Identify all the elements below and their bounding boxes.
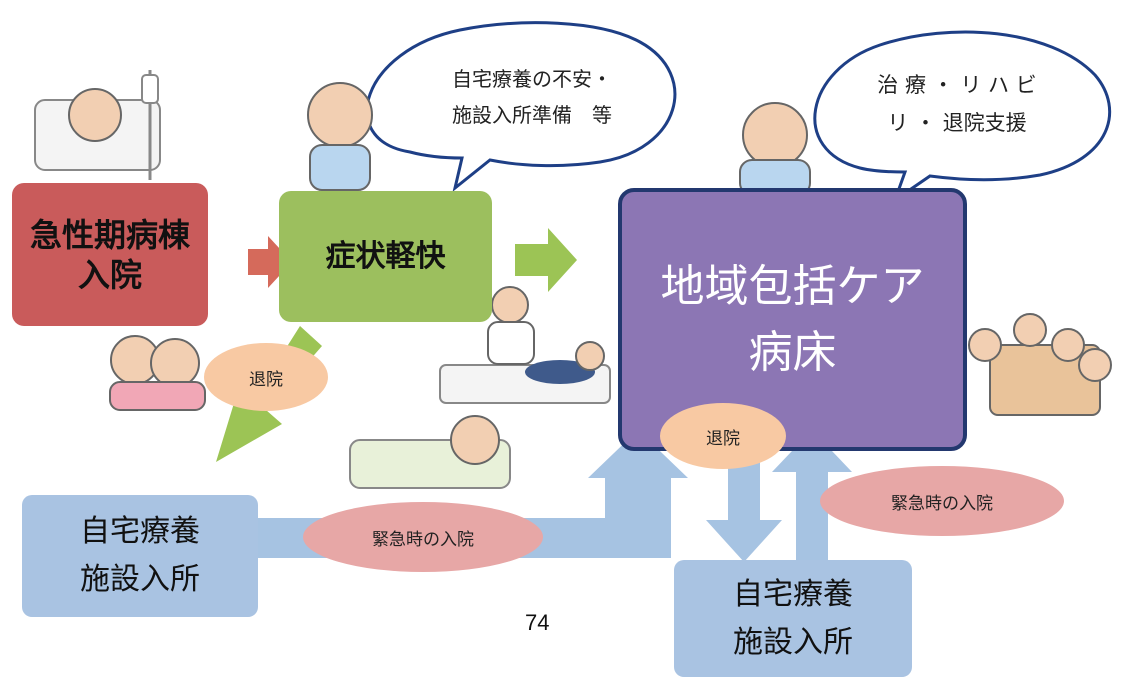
patient-resting-illustration bbox=[349, 415, 511, 489]
emergency-admission-oval-left: 緊急時の入院 bbox=[303, 502, 543, 572]
elderly-man-illustration bbox=[307, 82, 373, 191]
arrow-acute-to-recovery bbox=[248, 236, 292, 288]
patient-in-bed-illustration bbox=[34, 70, 161, 180]
rehabilitation-illustration bbox=[439, 286, 611, 404]
speech-bubble-right-text: 治 療 ・ リ ハ ビ リ ・ 退院支援 bbox=[877, 73, 1037, 135]
home-care-box-left: 自宅療養 施設入所 bbox=[22, 495, 258, 617]
speech-bubble-left-text: 自宅療養の不安・ 施設入所準備 等 bbox=[452, 67, 612, 127]
symptom-improvement-label: 症状軽快 bbox=[325, 238, 446, 274]
arrow-community-to-home bbox=[706, 460, 782, 562]
home-care-label-left: 自宅療養 施設入所 bbox=[80, 514, 200, 597]
arrow-recovery-to-community bbox=[515, 228, 577, 292]
home-care-label-right: 自宅療養 施設入所 bbox=[733, 576, 853, 660]
speech-bubble-right bbox=[813, 30, 1111, 204]
community-care-ward-box: 地域包括ケア 病床 bbox=[618, 188, 967, 451]
acute-care-ward-box: 急性期病棟 入院 bbox=[12, 183, 208, 326]
community-care-ward-label: 地域包括ケア 病床 bbox=[660, 260, 925, 378]
arrow-home-to-community bbox=[772, 430, 852, 560]
acute-care-ward-label: 急性期病棟 入院 bbox=[29, 215, 190, 294]
speech-bubble-left bbox=[365, 21, 677, 192]
stretching-man-illustration bbox=[739, 102, 811, 196]
discharge-oval-right: 退院 bbox=[660, 403, 786, 469]
emergency-admission-oval-right: 緊急時の入院 bbox=[820, 466, 1064, 536]
home-care-box-right: 自宅療養 施設入所 bbox=[674, 560, 912, 677]
symptom-improvement-box: 症状軽快 bbox=[279, 191, 492, 322]
discharge-oval-left: 退院 bbox=[204, 343, 328, 411]
elderly-couple-illustration bbox=[109, 335, 206, 411]
page-number: 74 bbox=[525, 610, 550, 635]
team-meeting-illustration bbox=[968, 313, 1112, 416]
